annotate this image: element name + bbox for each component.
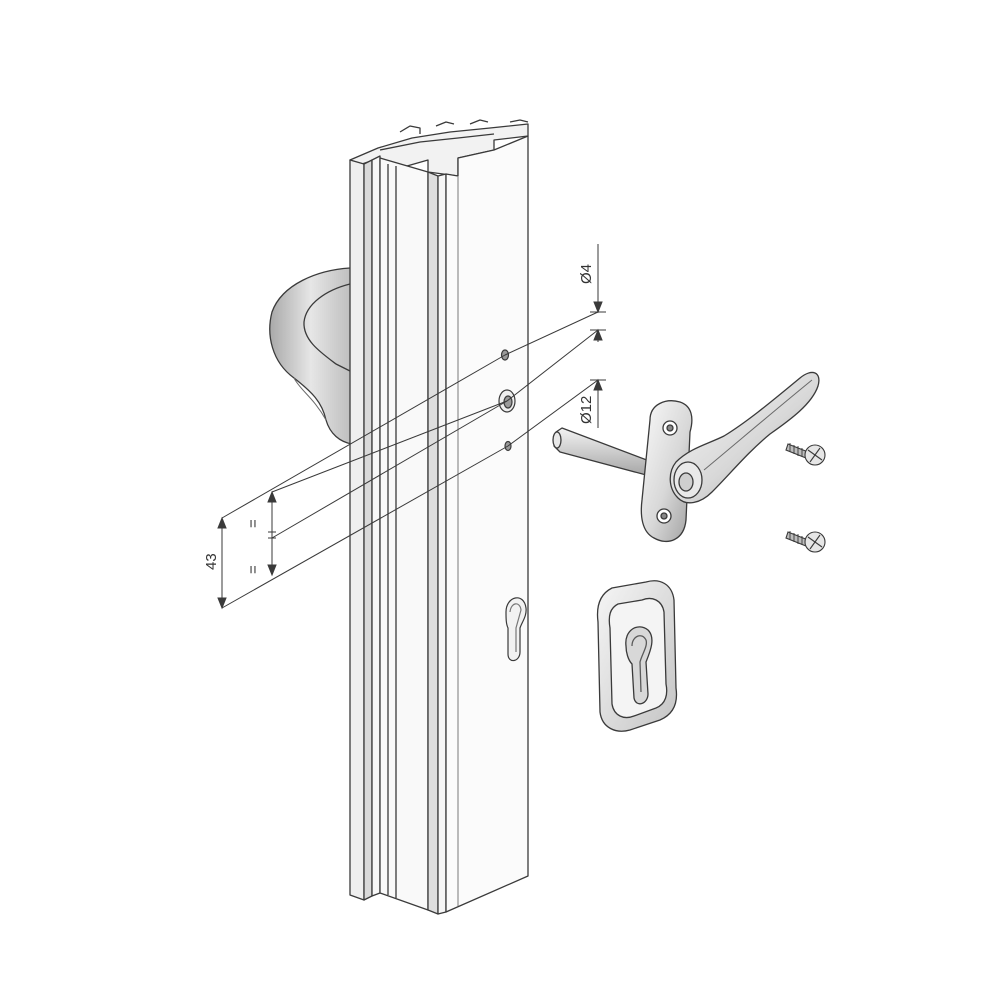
dim-spacing-43: 43 <box>203 553 220 570</box>
dim-diameter-12: Ø12 <box>578 396 595 424</box>
screw-bottom <box>785 531 826 553</box>
square-spindle <box>553 427 653 477</box>
cylinder-escutcheon <box>596 580 678 732</box>
handle-backplate <box>640 400 693 543</box>
dim-diameter-4: Ø4 <box>578 264 595 284</box>
screw-top <box>785 443 826 466</box>
dimension-lines <box>217 244 606 610</box>
aluminium-profile <box>349 119 529 915</box>
equal-mark-bottom: = <box>245 565 262 574</box>
cylinder-cutout <box>505 597 527 662</box>
rear-handle <box>269 267 353 445</box>
front-lever-handle <box>552 371 820 543</box>
equal-mark-top: = <box>245 519 262 528</box>
